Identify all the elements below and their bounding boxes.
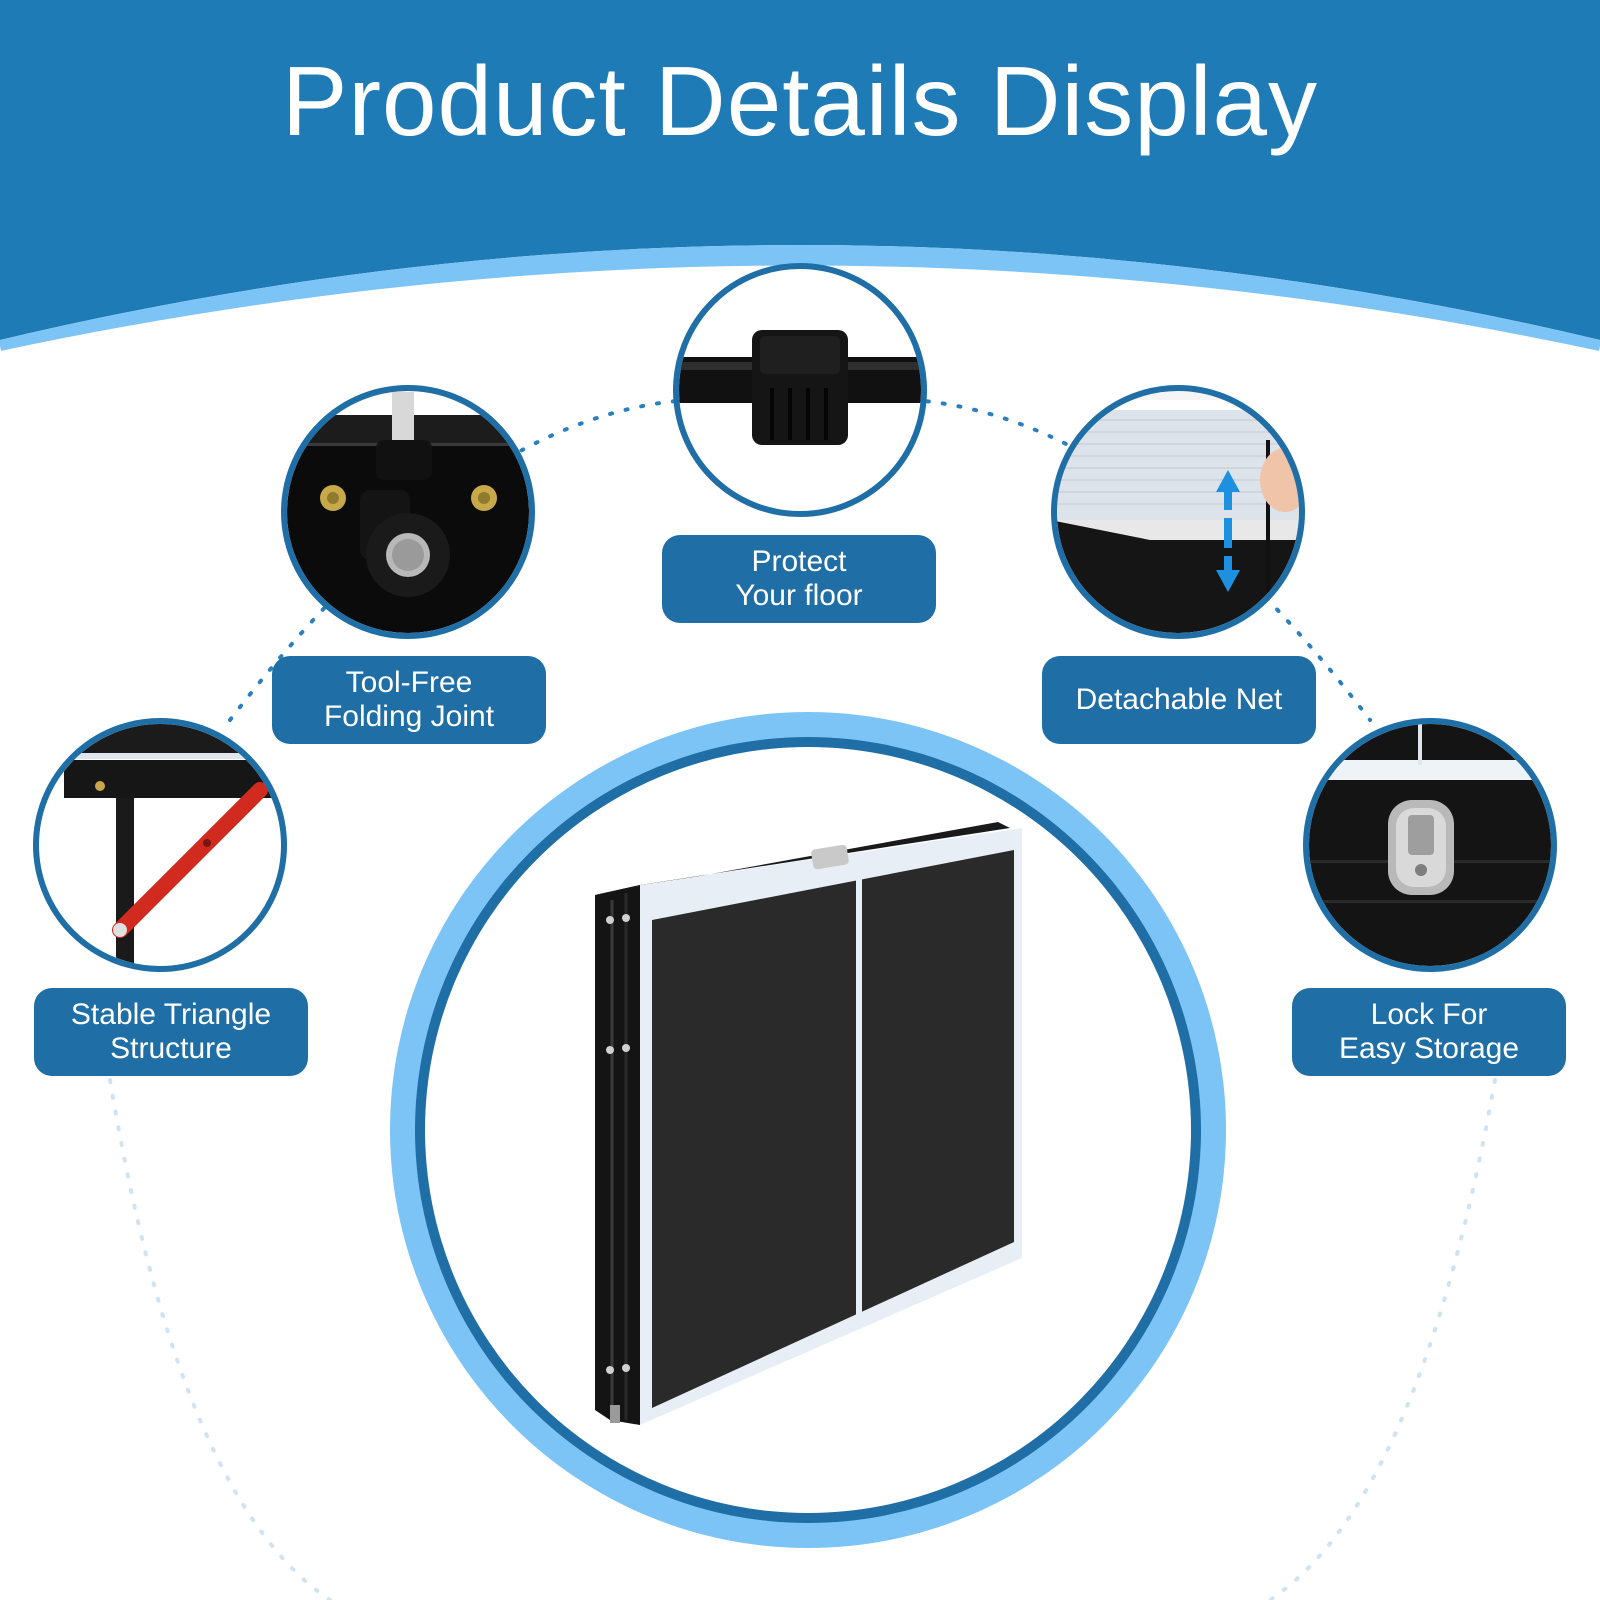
detail-image-stable-triangle <box>39 724 281 966</box>
feature-label-line: Detachable Net <box>1075 683 1283 716</box>
feature-label-line: Stable Triangle <box>70 998 272 1031</box>
header-light-arc <box>0 245 1600 346</box>
detail-image-lock <box>1309 724 1551 966</box>
feature-label-line: Tool-Free <box>345 666 473 699</box>
detail-image-folding-joint <box>287 391 529 633</box>
feature-label-line: Lock For <box>1370 998 1488 1031</box>
main-image-folded-table <box>595 822 1022 1425</box>
feature-label-stable-triangle: Stable Triangle Structure <box>34 988 308 1076</box>
feature-label-tool-free-joint: Tool-Free Folding Joint <box>272 656 546 744</box>
feature-label-detachable-net: Detachable Net <box>1042 656 1316 744</box>
feature-label-lock-storage: Lock For Easy Storage <box>1292 988 1566 1076</box>
feature-label-line: Easy Storage <box>1338 1032 1520 1065</box>
header-band <box>0 0 1600 340</box>
feature-label-line: Structure <box>110 1032 232 1065</box>
detail-image-detachable-net <box>1057 391 1299 633</box>
detail-image-floor-protector <box>679 269 921 511</box>
feature-label-line: Your floor <box>735 579 863 612</box>
feature-label-line: Folding Joint <box>323 700 495 733</box>
page-title: Product Details Display <box>281 46 1319 156</box>
feature-label-line: Protect <box>751 545 847 578</box>
feature-label-protect-floor: Protect Your floor <box>662 535 936 623</box>
